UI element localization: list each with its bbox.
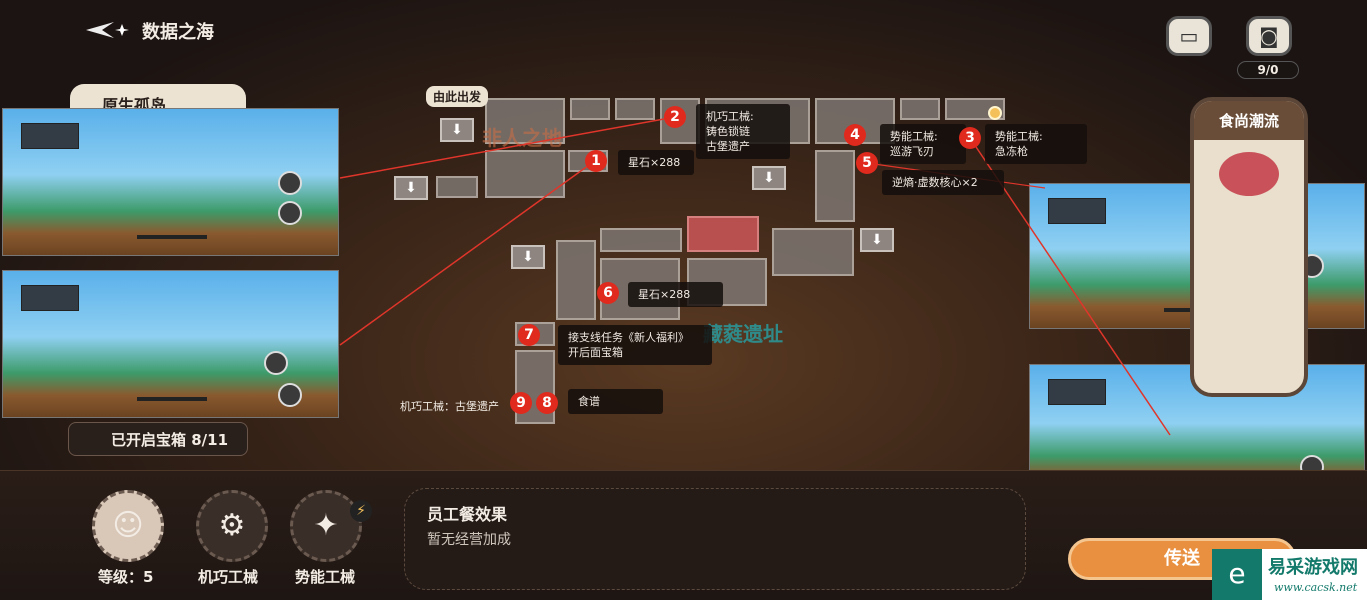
marker-5[interactable]: 5 [856,152,878,174]
area-name: 非人之地 [482,126,562,150]
map-room [615,98,655,120]
map-room [556,240,596,320]
spawn-point-icon[interactable]: ⬇ [394,176,428,200]
marker-8[interactable]: 8 [536,392,558,414]
dish-icon [1219,152,1279,196]
callout-1: 星石×288 [618,150,694,175]
screenshot-thumbnail-1 [2,108,339,256]
map-room [600,228,682,252]
food-panel-title: 食尚潮流 [1194,101,1304,140]
callout-7: 接支线任务《新人福利》开后面宝箱 [558,325,712,365]
meal-title: 员工餐效果 [427,505,508,524]
character-avatar[interactable]: ☺ [92,490,164,562]
watermark: e 易采游戏网 www.cacsk.net [1212,549,1367,600]
map-room-highlighted [687,216,759,252]
level-label: 等级：5 [98,568,154,586]
chest-counter-value: 8/11 [191,431,229,449]
map-room [772,228,854,276]
callout-9: 机巧工械：古堡遗产 [400,400,499,413]
map-room [815,150,855,222]
food-panel[interactable]: 食尚潮流 [1190,97,1308,397]
watermark-logo-icon: e [1212,549,1262,600]
map-room [900,98,940,120]
chest-counter: 已开启宝箱 8/11 [68,422,248,456]
watermark-name: 易采游戏网 [1268,557,1358,578]
spawn-point-icon[interactable]: ⬇ [752,166,786,190]
meal-effect-panel: 员工餐效果暂无经营加成 [404,488,1026,590]
map-room [485,98,565,144]
watermark-url: www.cacsk.net [1274,581,1358,594]
map-room [570,98,610,120]
kinetic-weapon-icon[interactable]: ✦ [290,490,362,562]
marker-4[interactable]: 4 [844,124,866,146]
callout-3: 势能工械:急冻枪 [985,124,1087,164]
spawn-point-icon[interactable]: ⬇ [511,245,545,269]
meal-subtitle: 暂无经营加成 [427,532,511,548]
chest-counter-label: 已开启宝箱 [111,431,187,449]
marker-1[interactable]: 1 [585,150,607,172]
item-label-1: 机巧工械 [198,568,259,586]
back-arrow-icon[interactable] [84,20,132,40]
start-label: 由此出发 [426,86,489,107]
callout-2: 机巧工械:铸色锁链古堡遗产 [696,104,790,159]
area-name: 藏蕤遗址 [703,322,783,346]
callout-6: 星石×288 [628,282,723,307]
callout-8: 食谱 [568,389,663,414]
item-label-2: 势能工械 [295,568,356,586]
callout-4: 势能工械:巡游飞刃 [880,124,966,164]
bag-count: 9/0 [1237,61,1299,79]
map-room [436,176,478,198]
marker-3[interactable]: 3 [959,127,981,149]
marker-9[interactable]: 9 [510,392,532,414]
spawn-point-icon[interactable]: ⬇ [860,228,894,252]
marker-2[interactable]: 2 [664,106,686,128]
map-room [485,150,565,198]
mech-weapon-icon[interactable]: ⚙ [196,490,268,562]
backpack-icon[interactable]: ◙ [1246,16,1292,56]
callout-5: 逆熵·虚数核心×2 [882,170,1004,195]
marker-6[interactable]: 6 [597,282,619,304]
page-title: 数据之海 [142,22,214,43]
chest-icon[interactable]: ▭ [1166,16,1212,56]
screenshot-thumbnail-2 [2,270,339,418]
location-pin-icon [988,106,1002,120]
marker-7[interactable]: 7 [518,324,540,346]
start-point-icon[interactable]: ⬇ [440,118,474,142]
lightning-icon: ⚡ [350,500,372,522]
